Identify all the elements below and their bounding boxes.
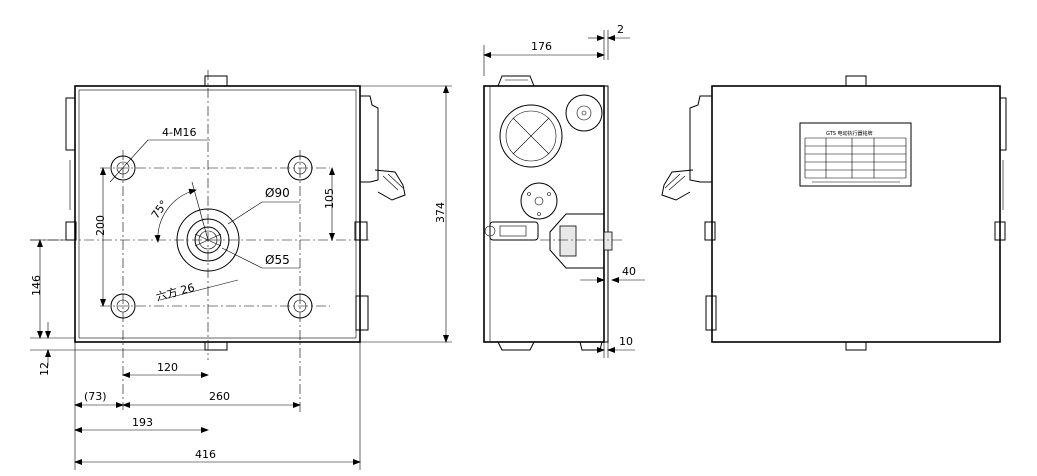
dim-120: 120	[157, 361, 178, 374]
left-handle	[65, 97, 75, 151]
dim-176: 176	[531, 40, 552, 53]
dim-200: 200	[94, 215, 107, 236]
rear-housing	[711, 85, 1001, 343]
cable-gland	[374, 169, 406, 201]
knob-lower	[520, 182, 558, 220]
front-housing-inner	[78, 89, 357, 339]
dim-193: 193	[132, 416, 153, 429]
rear-handle	[1000, 97, 1007, 151]
right-clamp	[354, 221, 368, 241]
dim-12: 12	[38, 362, 51, 376]
front-view: 75° 4-M16 Ø90 Ø55 六方 26 200 105 146 12	[30, 70, 452, 470]
dim-146: 146	[30, 275, 43, 296]
angle-arc	[154, 188, 197, 243]
dim-10: 10	[619, 335, 633, 348]
bolt-callout: 4-M16	[162, 126, 196, 139]
rear-view: GTS 电动执行器铭牌	[661, 75, 1007, 351]
angle-label: 75°	[149, 198, 171, 221]
knob-upper	[565, 94, 603, 132]
dim-105: 105	[323, 188, 336, 209]
right-plug-housing	[360, 95, 379, 183]
rear-cable-gland	[661, 169, 694, 201]
rear-plug-housing	[689, 95, 712, 183]
dim-416: 416	[195, 448, 216, 461]
dim-73: (73)	[84, 390, 107, 403]
indicator-window	[499, 104, 563, 168]
right-small-box	[355, 295, 369, 331]
hex-callout: 六方 26	[154, 280, 196, 304]
dim-2: 2	[617, 23, 624, 36]
side-view: 176 2 40 10	[483, 23, 645, 358]
nameplate: GTS 电动执行器铭牌	[799, 122, 912, 187]
bottom-latch	[204, 341, 228, 351]
dim-374: 374	[434, 202, 447, 223]
dim-260: 260	[209, 390, 230, 403]
shaft-coupling	[549, 213, 605, 269]
side-handle	[489, 221, 539, 241]
dia90-callout: Ø90	[265, 186, 290, 200]
nameplate-title: GTS 电动执行器铭牌	[826, 130, 873, 137]
dim-40: 40	[622, 265, 636, 278]
dia55-callout: Ø55	[265, 253, 290, 267]
